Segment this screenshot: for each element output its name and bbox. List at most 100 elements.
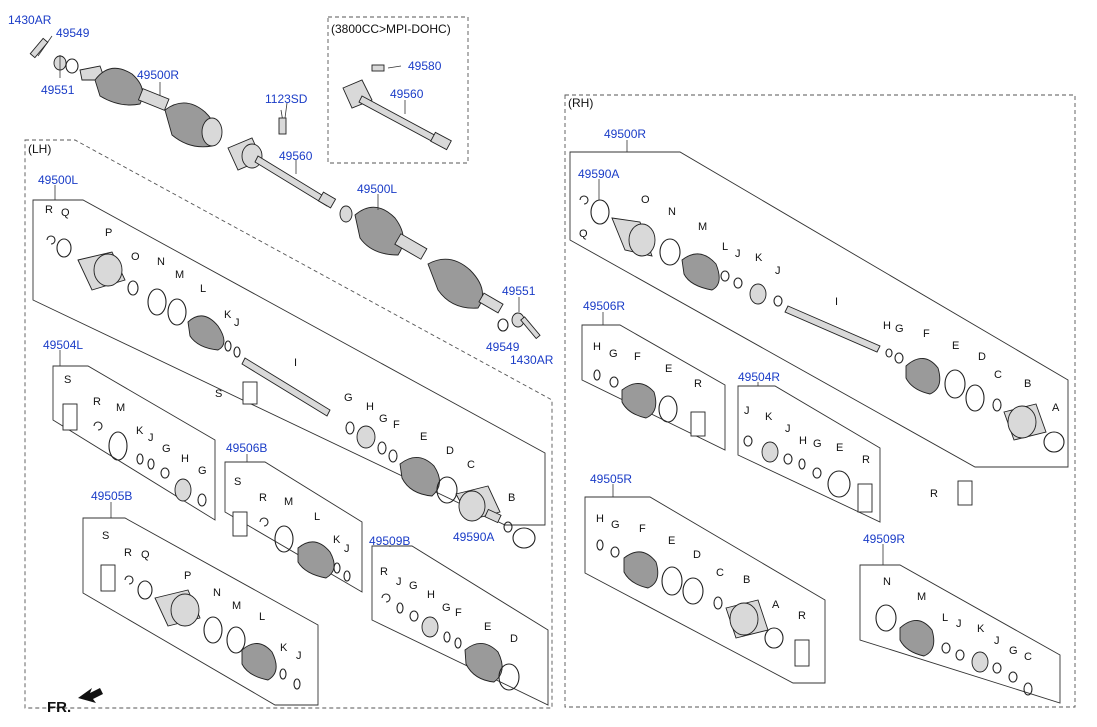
svg-text:F: F	[634, 351, 641, 363]
svg-text:C: C	[994, 369, 1002, 381]
svg-text:L: L	[259, 611, 265, 623]
rh-loose-grease-tube	[957, 480, 973, 506]
svg-text:H: H	[427, 589, 435, 601]
svg-text:E: E	[668, 535, 675, 547]
svg-text:E: E	[420, 431, 427, 443]
letters-49509r: N M L J K J G C	[883, 576, 1032, 663]
box-49505b-parts	[100, 564, 301, 690]
svg-text:K: K	[977, 623, 985, 635]
svg-text:D: D	[693, 549, 701, 561]
svg-text:G: G	[409, 580, 418, 592]
svg-text:G: G	[344, 392, 353, 404]
part-number-49504l: 49504L	[43, 338, 83, 352]
svg-text:F: F	[455, 607, 462, 619]
svg-text:G: G	[813, 438, 822, 450]
box-49509r	[859, 564, 1061, 704]
svg-text:K: K	[765, 411, 773, 423]
svg-text:H: H	[593, 341, 601, 353]
part-number-49505b: 49505B	[91, 489, 132, 503]
svg-text:P: P	[105, 227, 112, 239]
front-arrow-icon	[78, 688, 103, 703]
rh-main-kit-parts	[579, 195, 1065, 453]
svg-text:A: A	[1052, 402, 1060, 414]
svg-text:N: N	[157, 256, 165, 268]
svg-text:L: L	[722, 241, 728, 253]
letters-49504l: S R M K J G H G	[64, 374, 207, 477]
svg-text:Q: Q	[141, 549, 150, 561]
svg-text:G: G	[609, 348, 618, 360]
svg-text:F: F	[639, 523, 646, 535]
svg-text:J: J	[234, 317, 240, 329]
svg-text:J: J	[396, 576, 402, 588]
part-number-49506r: 49506R	[583, 299, 625, 313]
svg-text:B: B	[508, 492, 515, 504]
box-49504l	[52, 365, 216, 521]
box-49505b	[82, 517, 319, 706]
letters-49505r: H G F E D C B A R	[596, 513, 806, 622]
svg-text:J: J	[344, 543, 350, 555]
box-49506r	[581, 324, 726, 451]
letters-49509b: R J G H G F E D	[380, 566, 518, 645]
lh-main-kit-parts	[46, 235, 536, 549]
svg-text:M: M	[917, 591, 926, 603]
svg-text:G: G	[198, 465, 207, 477]
svg-text:K: K	[136, 425, 144, 437]
part-number-49500r-rh: 49500R	[604, 127, 646, 141]
svg-text:N: N	[668, 206, 676, 218]
letters-49505b: S R Q P N M L K J	[102, 530, 302, 662]
inset-shaft	[342, 64, 452, 151]
part-number-49500l-mid: 49500L	[357, 182, 397, 196]
svg-text:Q: Q	[579, 228, 588, 240]
svg-text:R: R	[45, 204, 53, 216]
svg-text:M: M	[116, 402, 125, 414]
svg-text:E: E	[836, 442, 843, 454]
letters-rh-main: Q O N M L J K J I H G F E D C B A	[579, 194, 1060, 414]
svg-text:O: O	[131, 251, 140, 263]
svg-text:H: H	[181, 453, 189, 465]
svg-text:L: L	[314, 511, 320, 523]
svg-text:K: K	[280, 642, 288, 654]
svg-text:J: J	[785, 423, 791, 435]
part-number-49509b: 49509B	[369, 534, 410, 548]
svg-text:B: B	[743, 574, 750, 586]
svg-text:H: H	[883, 320, 891, 332]
part-number-49551-top: 49551	[41, 83, 75, 97]
letters-49506r: H G F E R	[593, 341, 702, 390]
letters-lh-main: R Q P O N M L K J I S G H G F E D C B	[45, 204, 515, 504]
box-49504r-parts	[743, 435, 873, 513]
svg-text:M: M	[284, 496, 293, 508]
part-number-49500l-lh: 49500L	[38, 173, 78, 187]
svg-text:D: D	[446, 445, 454, 457]
svg-text:K: K	[224, 309, 232, 321]
section-label-lh: (LH)	[28, 142, 51, 156]
box-49505r	[584, 496, 826, 684]
svg-text:R: R	[380, 566, 388, 578]
svg-text:G: G	[1009, 645, 1018, 657]
rh-section-frame	[564, 94, 1076, 708]
lh-section-frame	[24, 139, 553, 709]
svg-text:J: J	[735, 248, 741, 260]
box-49509b	[371, 545, 549, 706]
part-number-1123sd: 1123SD	[265, 92, 308, 106]
svg-text:L: L	[942, 612, 948, 624]
svg-text:S: S	[215, 388, 222, 400]
svg-text:M: M	[232, 600, 241, 612]
svg-text:S: S	[64, 374, 71, 386]
lh-main-kit-box	[32, 199, 546, 526]
box-49506r-parts	[593, 369, 706, 437]
svg-text:D: D	[978, 351, 986, 363]
svg-text:I: I	[835, 296, 838, 308]
svg-text:P: P	[184, 570, 191, 582]
box-49509r-parts	[875, 604, 1033, 696]
svg-text:E: E	[952, 340, 959, 352]
svg-text:G: G	[895, 323, 904, 335]
svg-text:I: I	[294, 357, 297, 369]
svg-text:M: M	[698, 221, 707, 233]
part-number-49506b: 49506B	[226, 441, 267, 455]
svg-text:J: J	[148, 432, 154, 444]
svg-text:O: O	[641, 194, 650, 206]
part-number-49560-inset: 49560	[390, 87, 424, 101]
svg-text:H: H	[596, 513, 604, 525]
svg-text:E: E	[484, 621, 491, 633]
